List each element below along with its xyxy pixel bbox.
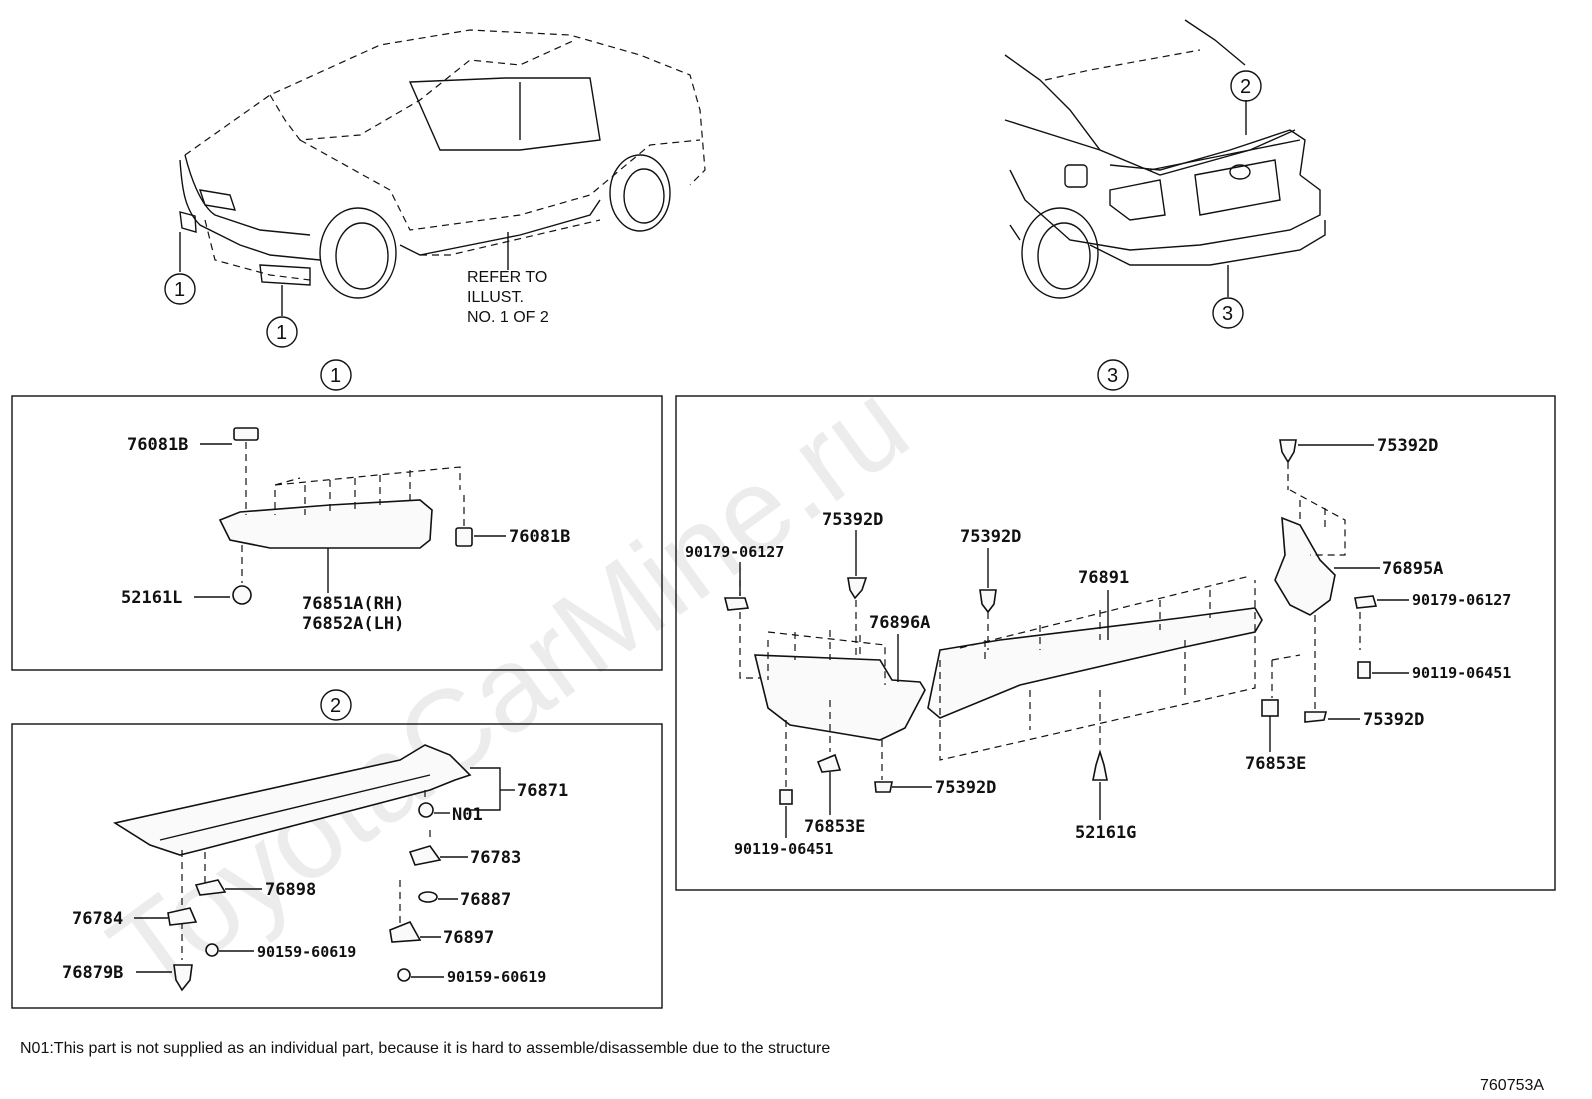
- part-90179-06127-right: 90179-06127: [1412, 591, 1511, 609]
- refer-text-line3: NO. 1 OF 2: [467, 309, 549, 326]
- part-52161l: 52161L: [121, 588, 182, 608]
- part-90159-60619-right: 90159-60619: [447, 968, 546, 986]
- panel2-frame: [11, 723, 663, 1009]
- part-76853e-left: 76853E: [804, 817, 865, 837]
- part-76081b-top: 76081B: [127, 435, 188, 455]
- panel1-badge: [320, 359, 352, 391]
- part-76871: 76871: [517, 781, 568, 801]
- part-90119-06451-left: 90119-06451: [734, 840, 833, 858]
- part-75392d-bottom: 75392D: [935, 778, 996, 798]
- panel2-badge-label: 2: [330, 695, 341, 717]
- callout-2: [1230, 70, 1262, 102]
- part-75392d-top-right: 75392D: [1377, 436, 1438, 456]
- callout-1-b-label: 1: [276, 322, 287, 344]
- part-76887: 76887: [460, 890, 511, 910]
- part-76891: 76891: [1078, 568, 1129, 588]
- part-76896a: 76896A: [869, 613, 930, 633]
- panel1-spoiler: [218, 427, 473, 605]
- part-90119-06451-right: 90119-06451: [1412, 664, 1511, 682]
- panel3-bumper-parts: [723, 439, 1378, 805]
- panel3-badge: [1097, 359, 1129, 391]
- panel3-badge-label: 3: [1107, 365, 1118, 387]
- part-76897: 76897: [443, 928, 494, 948]
- part-90159-60619-left: 90159-60619: [257, 943, 356, 961]
- part-76853e-right: 76853E: [1245, 754, 1306, 774]
- part-76784: 76784: [72, 909, 123, 929]
- part-76081b-right: 76081B: [509, 527, 570, 547]
- footnote: N01:This part is not supplied as an indi…: [20, 1040, 830, 1057]
- refer-text-line2: ILLUST.: [467, 289, 524, 306]
- part-76851a-rh: 76851A(RH): [302, 594, 404, 614]
- callout-1-a: [164, 273, 196, 305]
- diagram-id: 760753A: [1480, 1077, 1544, 1094]
- front-car-illustration: [179, 29, 706, 299]
- part-76895a: 76895A: [1382, 559, 1443, 579]
- part-76879b: 76879B: [62, 963, 123, 983]
- part-52161g: 52161G: [1075, 823, 1136, 843]
- panel3-frame: [675, 395, 1556, 891]
- panel1-badge-label: 1: [330, 365, 341, 387]
- rear-car-illustration: [1004, 19, 1326, 299]
- part-75392d-lower-right: 75392D: [1363, 710, 1424, 730]
- panel2-badge: [320, 689, 352, 721]
- part-75392d-left: 75392D: [822, 510, 883, 530]
- callout-3-label: 3: [1222, 303, 1233, 325]
- panel2-rear-spoiler: [112, 744, 472, 992]
- part-76898: 76898: [265, 880, 316, 900]
- part-76852a-lh: 76852A(LH): [302, 614, 404, 634]
- part-75392d-center: 75392D: [960, 527, 1021, 547]
- callout-3: [1212, 297, 1244, 329]
- callout-1-b: [266, 316, 298, 348]
- part-n01: N01: [452, 805, 483, 825]
- part-76783: 76783: [470, 848, 521, 868]
- callout-1-a-label: 1: [174, 279, 185, 301]
- callout-2-label: 2: [1240, 76, 1251, 98]
- part-90179-06127-left: 90179-06127: [685, 543, 784, 561]
- panel1-frame: [11, 395, 663, 671]
- refer-text-line1: REFER TO: [467, 269, 547, 286]
